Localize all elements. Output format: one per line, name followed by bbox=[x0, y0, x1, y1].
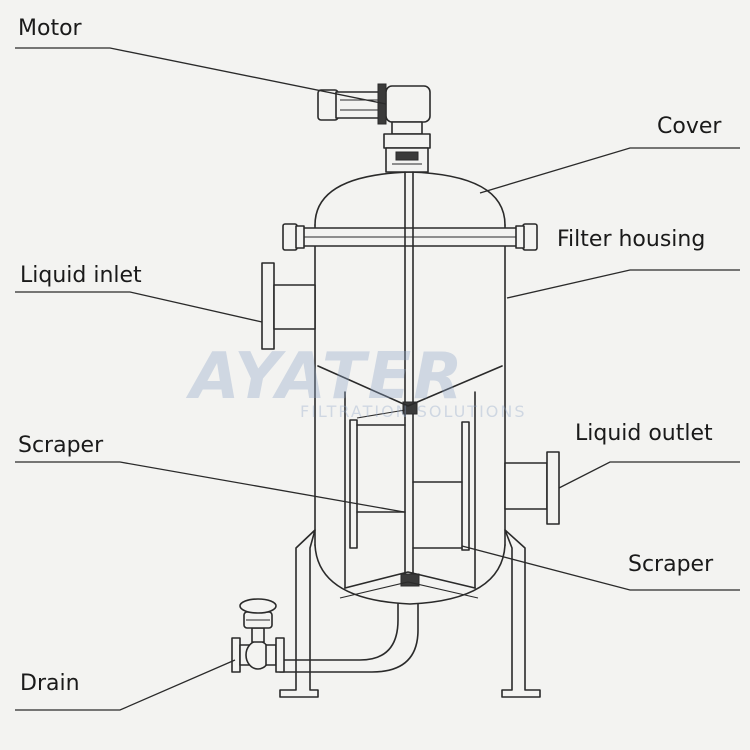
support-legs bbox=[279, 529, 541, 698]
drain-valve bbox=[231, 598, 285, 673]
scraper-blades bbox=[349, 409, 470, 551]
housing-flange bbox=[282, 223, 538, 251]
label-scraper-right: Scraper bbox=[628, 552, 714, 577]
label-liquid-inlet: Liquid inlet bbox=[20, 263, 142, 288]
label-motor: Motor bbox=[18, 16, 82, 41]
filter-screen bbox=[317, 365, 503, 599]
liquid-outlet-nozzle bbox=[504, 451, 560, 525]
label-filter-housing: Filter housing bbox=[557, 227, 706, 252]
label-drain: Drain bbox=[20, 671, 80, 696]
label-cover: Cover bbox=[657, 114, 722, 139]
leader-lines bbox=[15, 47, 740, 711]
drain-pipe bbox=[279, 603, 419, 673]
motor-assembly bbox=[317, 83, 431, 173]
liquid-inlet-nozzle bbox=[261, 262, 316, 350]
label-scraper-left: Scraper bbox=[18, 433, 104, 458]
label-liquid-outlet: Liquid outlet bbox=[575, 421, 713, 446]
